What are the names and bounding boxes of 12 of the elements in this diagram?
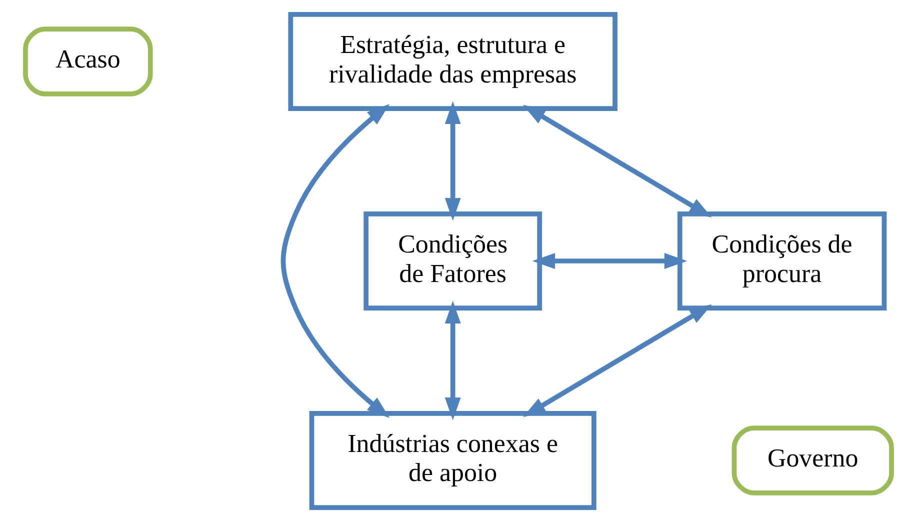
node-box: Condições de procura — [677, 212, 887, 310]
arrow — [532, 253, 688, 269]
arrow — [280, 104, 390, 418]
node-box: Indústrias conexas e de apoio — [309, 411, 596, 510]
arrow — [444, 101, 461, 221]
node-box: Condições de Fatores — [364, 212, 542, 310]
arrow — [522, 104, 712, 218]
node-box: Governo — [732, 426, 894, 496]
arrow — [523, 304, 712, 418]
node-box: Acaso — [23, 26, 153, 96]
arrow — [444, 300, 461, 420]
node-box: Estratégia, estrutura e rivalidade das empresas — [288, 12, 618, 111]
